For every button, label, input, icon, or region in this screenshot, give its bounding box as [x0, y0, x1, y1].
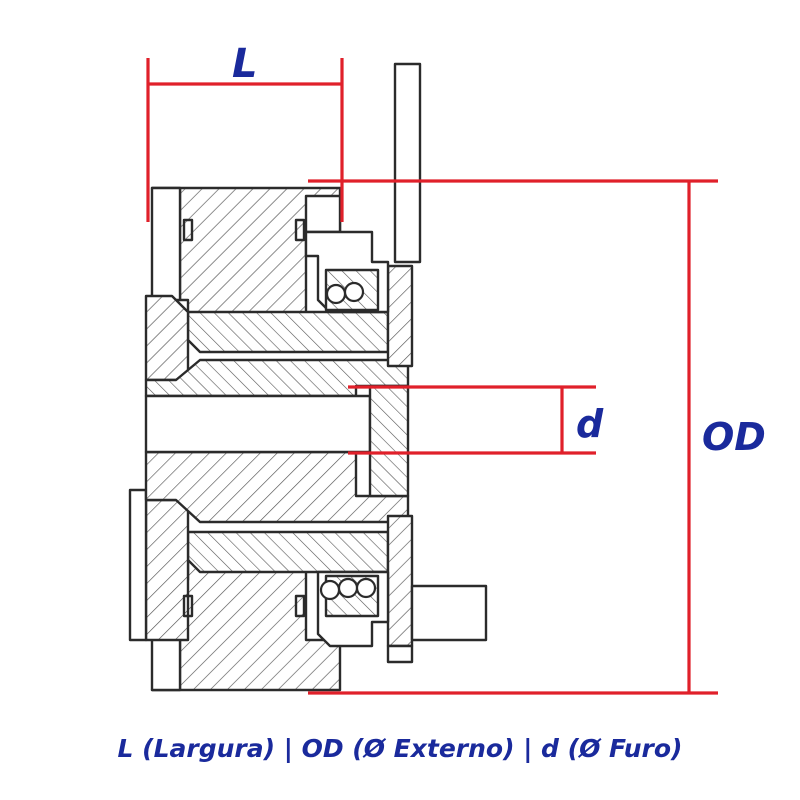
bottom-armature-plate — [186, 530, 390, 574]
top-housing-rim — [150, 186, 182, 302]
part-outlines — [128, 62, 488, 692]
bottom-foot — [386, 644, 414, 664]
dimension-lines — [146, 58, 718, 695]
top-ball-1 — [325, 283, 347, 305]
mounting-tab-bottom — [410, 584, 488, 642]
bore-diameter-label: d — [576, 402, 604, 446]
top-ball-2 — [343, 281, 365, 303]
dimension-legend: L (Largura) | OD (Ø Externo) | d (Ø Furo… — [117, 734, 683, 763]
left-hub-outer — [128, 488, 148, 642]
left-hub-flange — [144, 294, 190, 382]
right-flange-upper — [386, 264, 414, 368]
bore — [144, 394, 372, 454]
mounting-tab-top — [393, 62, 422, 264]
bore-end-block — [368, 384, 410, 498]
right-flange-lower — [386, 514, 414, 648]
outer-diameter-label: OD — [702, 415, 766, 459]
left-hub-flange-lower — [144, 498, 190, 642]
top-seal-a — [182, 218, 194, 242]
bottom-ball-1 — [319, 579, 341, 601]
bottom-ball-2 — [337, 577, 359, 599]
length-label: L — [232, 41, 258, 87]
bearing-balls — [319, 281, 377, 601]
top-armature-plate — [186, 310, 390, 354]
bottom-ball-3 — [355, 577, 377, 599]
bottom-seal-b — [294, 594, 306, 618]
top-seal-b — [294, 218, 306, 242]
bottom-seal-a — [182, 594, 194, 618]
top-coil-slot — [304, 194, 342, 234]
